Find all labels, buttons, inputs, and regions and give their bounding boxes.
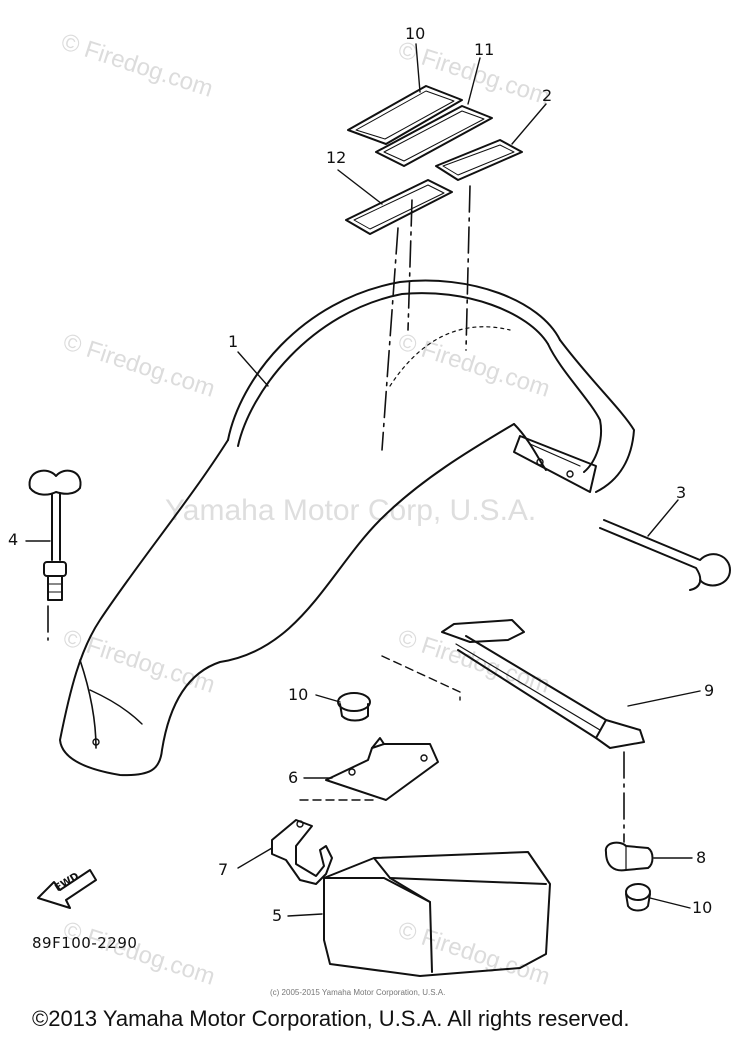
callout-9: 9 xyxy=(704,681,715,700)
decal-2 xyxy=(435,139,523,181)
wing-bolt xyxy=(28,469,82,601)
decal-11 xyxy=(375,105,493,167)
decal-13 xyxy=(345,179,453,235)
alignment-line xyxy=(465,185,471,351)
grommet-10-lower xyxy=(625,883,651,912)
callout-2: 2 xyxy=(542,86,553,105)
decal-12 xyxy=(347,85,463,145)
callout-1: 1 xyxy=(228,332,239,351)
stay-7 xyxy=(271,819,333,885)
box-5 xyxy=(323,851,551,977)
callout-10-lower: 10 xyxy=(692,898,713,917)
callout-3: 3 xyxy=(676,483,687,502)
strap xyxy=(441,619,645,749)
callout-8: 8 xyxy=(696,848,707,867)
bracket-6 xyxy=(325,737,439,801)
callout-11: 11 xyxy=(474,40,495,59)
diagram-code: 89F100-2290 xyxy=(32,934,138,952)
alignment-line xyxy=(407,199,413,331)
callout-4: 4 xyxy=(8,530,19,549)
small-copyright: (c) 2005-2015 Yamaha Motor Corporation, … xyxy=(270,988,446,997)
callout-13: 12 xyxy=(326,148,347,167)
callout-12: 10 xyxy=(405,24,426,43)
callout-6: 6 xyxy=(288,768,299,787)
callout-5: 5 xyxy=(272,906,283,925)
footer-copyright: ©2013 Yamaha Motor Corporation, U.S.A. A… xyxy=(32,1006,630,1031)
grommet-10-upper xyxy=(337,692,371,722)
callout-10-upper: 10 xyxy=(288,685,309,704)
callout-7: 7 xyxy=(218,860,229,879)
rear-fender xyxy=(59,279,635,777)
fwd-arrow xyxy=(37,869,97,909)
alignment-line xyxy=(381,227,399,451)
cap-8 xyxy=(604,841,654,872)
rod xyxy=(599,519,731,591)
